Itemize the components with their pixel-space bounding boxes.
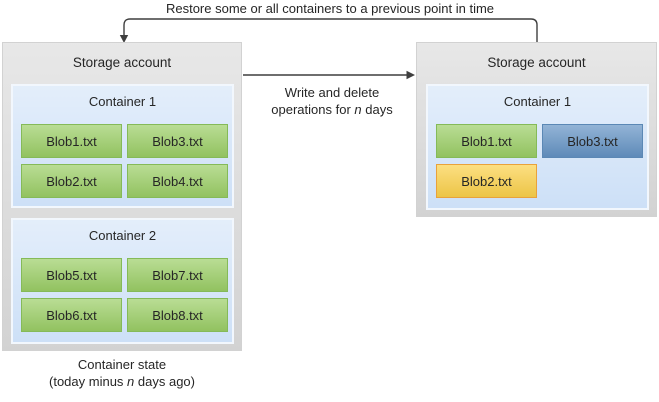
blob-tile: Blob2.txt [436,164,537,198]
blob-tile: Blob1.txt [436,124,537,158]
caption-line2: (today minus n days ago) [49,374,195,389]
blob-tile: Blob3.txt [542,124,643,158]
write-delete-label: Write and delete operations for n days [247,84,417,118]
write-delete-arrowhead-icon [406,70,415,80]
blob-tile: Blob8.txt [127,298,228,332]
blob-tile: Blob5.txt [21,258,122,292]
write-delete-arrow [243,70,415,80]
right-storage-account: Storage account Container 1 Blob1.txt Bl… [416,42,657,217]
right-storage-account-title: Storage account [487,55,586,70]
left-storage-account-title: Storage account [72,55,172,70]
blob-tile: Blob1.txt [21,124,122,158]
n-days-variable: n [127,374,135,389]
caption-line1: Container state [77,357,167,372]
blob-tile: Blob6.txt [21,298,122,332]
container-state-caption: Container state (today minus n days ago) [2,356,242,390]
blob-tile: Blob3.txt [127,124,228,158]
right-container-1: Container 1 Blob1.txt Blob3.txt Blob2.tx… [426,84,649,210]
n-days-variable: n [354,102,362,117]
restore-arrow [119,18,538,43]
left-storage-account: Storage account Container 1 Blob1.txt Bl… [2,42,242,351]
write-delete-label-line2: operations for n days [271,102,393,117]
left-container-1-title: Container 1 [88,94,157,109]
right-container-1-title: Container 1 [503,94,572,109]
restore-flow-label: Restore some or all containers to a prev… [165,1,495,16]
left-container-2: Container 2 Blob5.txt Blob7.txt Blob6.tx… [11,218,234,344]
left-container-1: Container 1 Blob1.txt Blob3.txt Blob2.tx… [11,84,234,208]
blob-tile: Blob2.txt [21,164,122,198]
write-delete-label-line1: Write and delete [284,85,380,100]
blob-tile: Blob4.txt [127,164,228,198]
blob-tile: Blob7.txt [127,258,228,292]
left-container-2-title: Container 2 [88,228,157,243]
